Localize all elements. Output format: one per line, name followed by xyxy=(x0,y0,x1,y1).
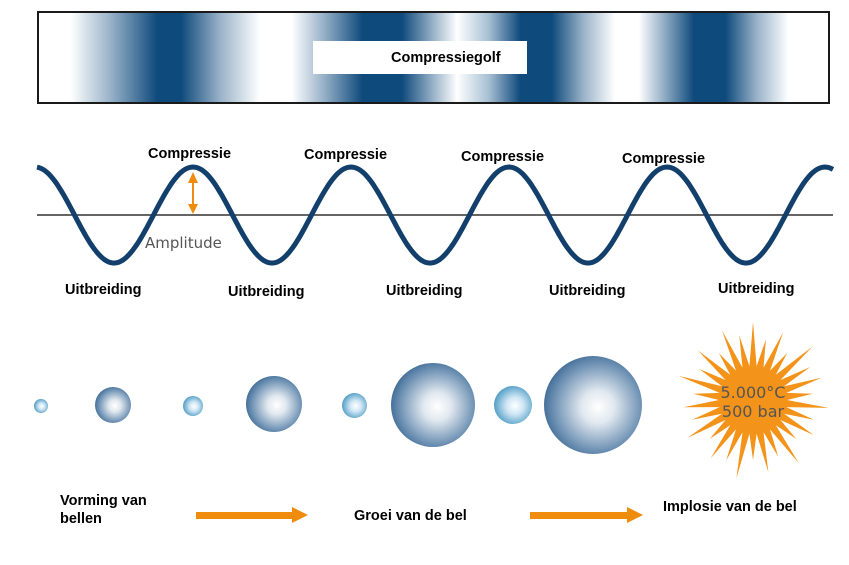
stage-arrow-2 xyxy=(530,507,643,523)
bubble-largest xyxy=(544,356,642,454)
expansion-label-3: Uitbreiding xyxy=(386,283,463,299)
stage-growth-label: Groei van de bel xyxy=(354,508,467,524)
stage-implosion-label: Implosie van de bel xyxy=(663,499,797,515)
expansion-label-4: Uitbreiding xyxy=(549,283,626,299)
compression-label-3: Compressie xyxy=(461,149,545,165)
bubble-compressed-3 xyxy=(494,386,532,424)
expansion-label-2: Uitbreiding xyxy=(228,284,305,300)
expansion-label-5: Uitbreiding xyxy=(718,281,795,297)
implosion-temperature: 5.000°C xyxy=(720,383,786,402)
bubble-growing-1 xyxy=(95,387,131,423)
stage-arrow-1 xyxy=(196,507,308,523)
stage-formation-label: Vorming van bellen xyxy=(60,493,147,527)
implosion-starburst xyxy=(678,322,829,479)
amplitude-arrow-head-up xyxy=(188,172,198,183)
compression-label-1: Compressie xyxy=(148,146,232,162)
bubble-growing-3 xyxy=(391,363,475,447)
compression-wave-label: Compressiegolf xyxy=(391,50,501,66)
compression-label-4: Compressie xyxy=(622,151,706,167)
amplitude-label: Amplitude xyxy=(145,234,222,252)
implosion-pressure: 500 bar xyxy=(721,402,785,421)
implosion-star-shape xyxy=(678,322,829,479)
bubble-compressed-2 xyxy=(342,393,367,418)
expansion-label-1: Uitbreiding xyxy=(65,282,142,298)
compression-wave-label-background xyxy=(313,41,527,74)
compression-label-2: Compressie xyxy=(304,147,388,163)
bubble-compressed-1 xyxy=(183,396,203,416)
bubble-growing-2 xyxy=(246,376,302,432)
amplitude-arrow-head-down xyxy=(188,204,198,214)
sine-wave xyxy=(36,164,835,266)
bubble-tiny xyxy=(34,399,48,413)
